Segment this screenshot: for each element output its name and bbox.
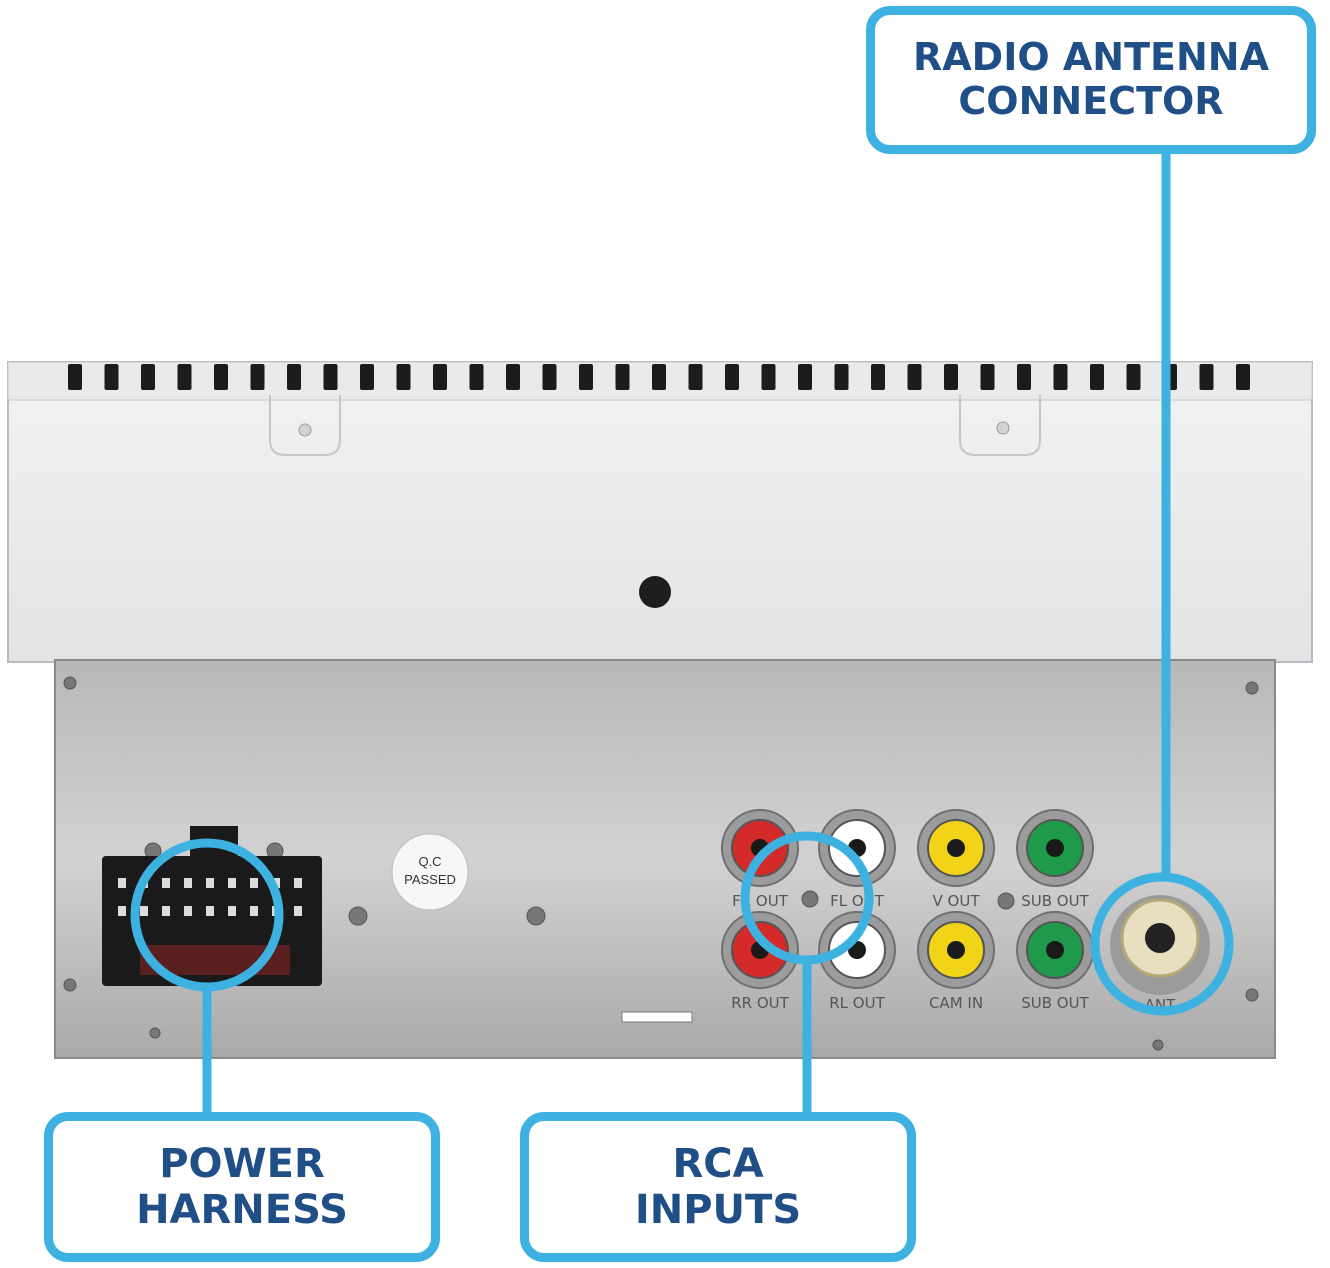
rca-jack-label: SUB OUT: [1021, 892, 1089, 910]
vent-slot: [1053, 364, 1068, 390]
vent-slot: [688, 364, 703, 390]
vent-slot: [542, 364, 557, 390]
rca-jack: FL OUT: [818, 809, 896, 910]
rca-jack-label: RL OUT: [829, 994, 885, 1012]
vent-slot: [944, 364, 958, 390]
vent-slot: [250, 364, 265, 390]
qc-sticker: Q.C PASSED: [391, 833, 469, 911]
harness-pin: [184, 906, 192, 916]
harness-pin: [162, 906, 170, 916]
vent-slot: [761, 364, 776, 390]
vent-slot: [104, 364, 119, 390]
harness-pin: [118, 878, 126, 888]
rca-jack: CAM IN: [917, 911, 995, 1012]
vent-slot: [469, 364, 484, 390]
vent-slot: [506, 364, 520, 390]
rca-jack-pin: [1046, 839, 1064, 857]
harness-pin: [294, 878, 302, 888]
vent-slot: [68, 364, 82, 390]
rca-jack: V OUT: [917, 809, 995, 910]
top-housing: [7, 361, 1313, 663]
vent-slot: [834, 364, 849, 390]
vent-slot: [579, 364, 593, 390]
callout-markers: [130, 152, 1234, 1114]
vent-slot: [287, 364, 301, 390]
rca-jack: SUB OUT: [1016, 809, 1094, 910]
rca-jack: RR OUT: [721, 911, 799, 1012]
vent-slot: [615, 364, 630, 390]
vent-slot: [1199, 364, 1214, 390]
callout-power-harness: POWER HARNESS: [44, 1112, 440, 1262]
harness-pin: [162, 878, 170, 888]
rca-jack-label: CAM IN: [929, 994, 983, 1012]
harness-pin: [250, 906, 258, 916]
harness-pin: [294, 906, 302, 916]
vent-slot: [1017, 364, 1031, 390]
rca-jack: RL OUT: [818, 911, 896, 1012]
harness-pin: [140, 906, 148, 916]
vent-slot: [141, 364, 155, 390]
vent-slot: [433, 364, 447, 390]
rca-jacks: FR OUT FL OUT V OUT SUB OUT RR OUT RL OUT CAM …: [721, 809, 1094, 1012]
antenna-jack: ANT: [1110, 895, 1210, 1014]
vent-slot: [396, 364, 411, 390]
vent-slot: [798, 364, 812, 390]
rca-jack-label: FL OUT: [830, 892, 885, 910]
qc-sticker-line2: PASSED: [404, 872, 456, 887]
harness-pin: [228, 906, 236, 916]
vent-slot: [177, 364, 192, 390]
callout-radio-antenna-connector: RADIO ANTENNA CONNECTOR: [866, 6, 1316, 154]
screw: [996, 421, 1010, 435]
vent-slot: [1236, 364, 1250, 390]
callout-rca-inputs: RCA INPUTS: [520, 1112, 916, 1262]
harness-pin: [206, 878, 214, 888]
rca-jack-label: SUB OUT: [1021, 994, 1089, 1012]
harness-pin: [228, 878, 236, 888]
rca-jack-label: V OUT: [933, 892, 981, 910]
rca-jack-pin: [947, 839, 965, 857]
vent-slot: [980, 364, 995, 390]
callout-rca-line1: RCA: [672, 1141, 764, 1187]
harness-pin: [250, 878, 258, 888]
vent-slot: [907, 364, 922, 390]
harness-pin: [184, 878, 192, 888]
rca-jack-label: RR OUT: [731, 994, 789, 1012]
callout-power-line1: POWER: [159, 1141, 325, 1187]
vent-slots: [68, 364, 1250, 390]
rca-jack: FR OUT: [721, 809, 799, 910]
vent-slot: [725, 364, 739, 390]
vent-slot: [871, 364, 885, 390]
rca-jack: SUB OUT: [1016, 911, 1094, 1012]
harness-pin: [118, 906, 126, 916]
harness-pin: [206, 906, 214, 916]
vent-slot: [652, 364, 666, 390]
vent-slot: [323, 364, 338, 390]
rca-jack-pin: [947, 941, 965, 959]
vent-slot: [214, 364, 228, 390]
rca-jack-pin: [1046, 941, 1064, 959]
vent-slot: [360, 364, 374, 390]
screw: [298, 423, 312, 437]
callout-rca-line2: INPUTS: [634, 1187, 802, 1233]
callout-antenna-line1: RADIO ANTENNA: [913, 35, 1269, 80]
callout-power-line2: HARNESS: [136, 1187, 348, 1233]
callout-antenna-line2: CONNECTOR: [958, 79, 1224, 123]
qc-sticker-line1: Q.C: [418, 854, 441, 869]
vent-slot: [1090, 364, 1104, 390]
mount-hole: [639, 576, 671, 608]
vent-slot: [1126, 364, 1141, 390]
